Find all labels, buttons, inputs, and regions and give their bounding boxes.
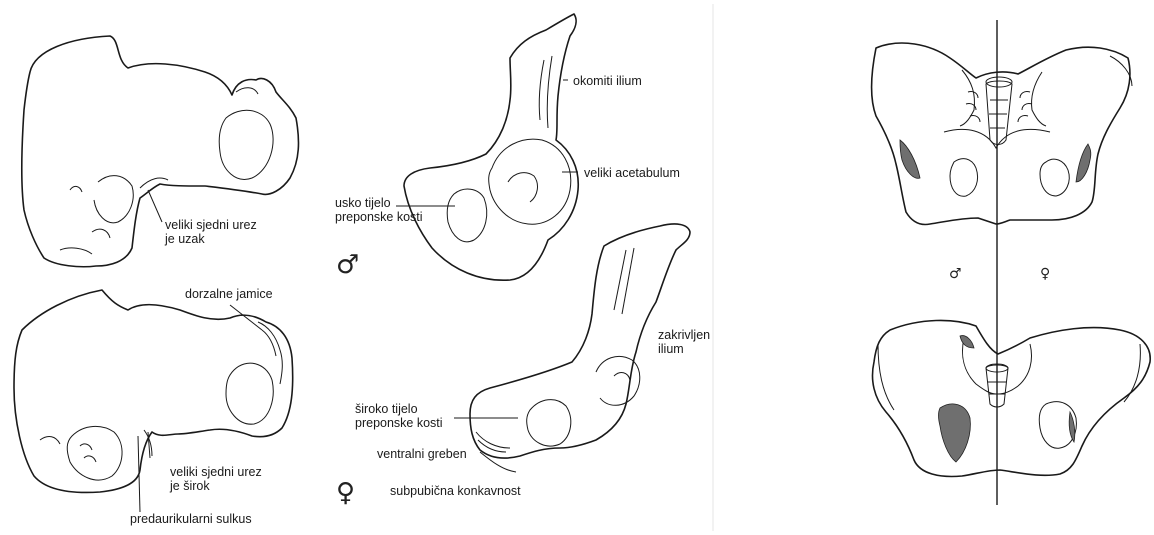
label-wide-pubic-body-line2: preponske kosti	[355, 416, 443, 430]
female-hipbone-frontal-bottom-middle	[470, 224, 690, 458]
male-symbol: ♂	[336, 250, 359, 280]
label-ventral-arc: ventralni greben	[377, 447, 467, 461]
female-hipbone-lateral-bottom-left	[14, 290, 293, 492]
label-male-sciatic-notch-line2: je uzak	[165, 232, 257, 246]
male-pelvis-frontal	[872, 43, 1133, 224]
male-hipbone-lateral-top-left	[22, 36, 299, 267]
label-male-sciatic-notch-line1: veliki sjedni urez	[165, 218, 257, 232]
female-symbol-small: ♀	[1040, 266, 1050, 282]
label-curved-ilium-line2: ilium	[658, 342, 710, 356]
label-wide-pubic-body: široko tijelo preponske kosti	[355, 402, 443, 430]
label-dorsal-pits: dorzalne jamice	[185, 287, 273, 301]
label-female-sciatic-notch-line2: je širok	[170, 479, 262, 493]
label-narrow-pubic-body-line2: preponske kosti	[335, 210, 423, 224]
label-male-sciatic-notch: veliki sjedni urez je uzak	[165, 218, 257, 246]
male-symbol-small: ♂	[949, 266, 962, 282]
label-narrow-pubic-body-line1: usko tijelo	[335, 196, 423, 210]
label-large-acetabulum: veliki acetabulum	[584, 166, 680, 180]
female-symbol: ♀	[336, 478, 355, 508]
label-vertical-ilium: okomiti ilium	[573, 74, 642, 88]
female-pelvis-frontal	[873, 320, 1151, 476]
label-female-sciatic-notch: veliki sjedni urez je širok	[170, 465, 262, 493]
label-curved-ilium: zakrivljen ilium	[658, 328, 710, 356]
label-subpubic-concavity: subpubična konkavnost	[390, 484, 521, 498]
label-curved-ilium-line1: zakrivljen	[658, 328, 710, 342]
label-preauricular-sulcus: predaurikularni sulkus	[130, 512, 252, 526]
label-female-sciatic-notch-line1: veliki sjedni urez	[170, 465, 262, 479]
label-wide-pubic-body-line1: široko tijelo	[355, 402, 443, 416]
label-narrow-pubic-body: usko tijelo preponske kosti	[335, 196, 423, 224]
male-hipbone-frontal-top-middle	[404, 14, 578, 280]
